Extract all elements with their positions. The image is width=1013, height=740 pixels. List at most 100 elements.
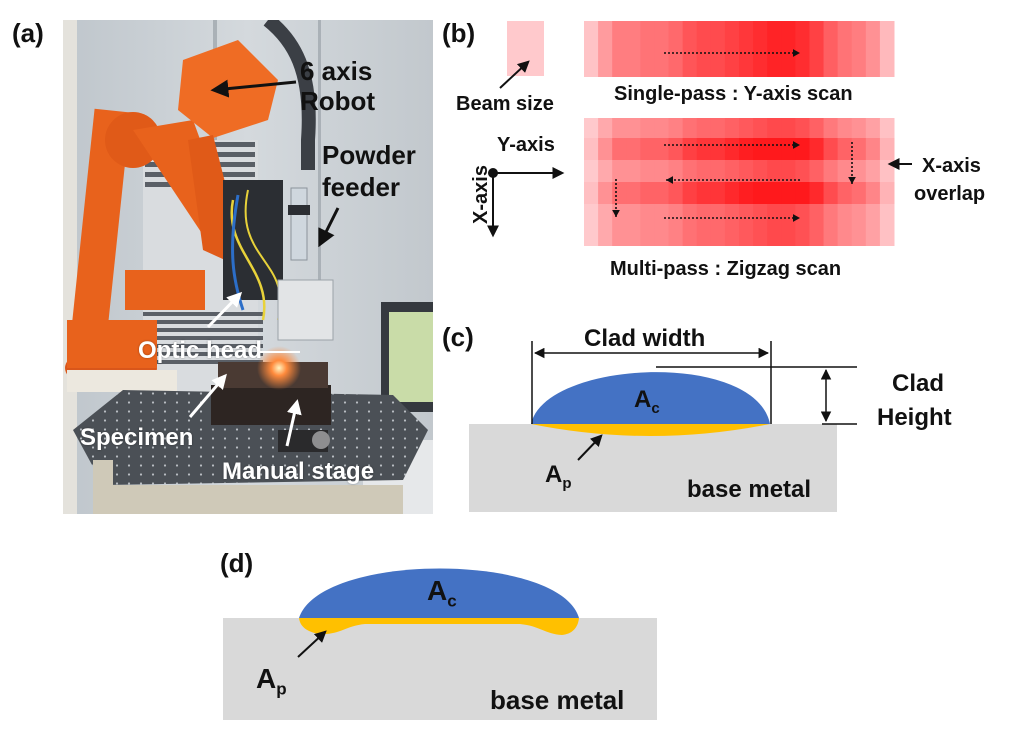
label-specimen: Specimen: [80, 424, 194, 451]
label-feeder: feeder: [322, 172, 401, 202]
base-metal-c: [469, 424, 837, 512]
scan-cell: [851, 204, 867, 246]
scan-cell: [767, 160, 782, 182]
scan-cell: [584, 138, 599, 160]
scan-cell: [640, 204, 655, 246]
y-axis-label: Y-axis: [497, 134, 555, 156]
scan-cell: [851, 182, 867, 204]
scan-cell: [626, 160, 641, 182]
scan-column: [668, 21, 684, 77]
pass-3-arrow: [664, 214, 800, 222]
clad-area-d: [299, 568, 579, 618]
scan-cell: [696, 182, 712, 204]
scan-cell: [837, 182, 853, 204]
scan-cell: [809, 118, 825, 138]
scan-cell: [865, 182, 881, 204]
scan-cell: [795, 182, 810, 204]
scan-column: [710, 21, 726, 77]
penetration-area-c: [531, 424, 770, 436]
ac-label-d: Ac: [427, 575, 457, 612]
scan-cell: [696, 118, 712, 138]
scan-cell: [781, 160, 796, 182]
scan-cell: [682, 182, 698, 204]
scan-cell: [767, 182, 782, 204]
scan-cell: [640, 118, 655, 138]
scan-cell: [753, 160, 768, 182]
robot-setup-photo: [63, 20, 433, 514]
scan-column: [851, 21, 867, 77]
scan-cell: [584, 182, 599, 204]
scan-cell: [612, 138, 627, 160]
scan-column: [823, 21, 839, 77]
scan-column: [654, 21, 670, 77]
ap-main-c: A: [545, 461, 563, 488]
scan-cell: [879, 204, 895, 246]
scan-cell: [809, 182, 825, 204]
scan-column: [612, 21, 627, 77]
ap-arrow-d: [297, 630, 327, 658]
scan-cell: [598, 160, 613, 182]
scan-cell: [767, 118, 782, 138]
scan-column: [696, 21, 712, 77]
scan-cell: [739, 182, 754, 204]
scan-cell: [710, 160, 726, 182]
scan-cell: [851, 160, 867, 182]
scan-cell: [668, 160, 684, 182]
scan-cell: [654, 204, 670, 246]
scan-cell: [710, 204, 726, 246]
scan-cell: [823, 118, 839, 138]
scan-cell: [598, 138, 613, 160]
scan-cell: [696, 204, 712, 246]
overlap-label-line2: overlap: [914, 183, 986, 205]
scan-cell: [626, 182, 641, 204]
ap-label-d: Ap: [256, 663, 287, 700]
scan-cell: [640, 138, 655, 160]
scan-cell: [724, 182, 740, 204]
panel-a-label: (a): [12, 18, 44, 48]
scan-cell: [739, 160, 754, 182]
scan-cell: [851, 118, 867, 138]
scan-cell: [865, 160, 881, 182]
clad-area-c: [531, 372, 770, 424]
scan-cell: [781, 204, 796, 246]
scan-column: [753, 21, 768, 77]
scan-cell: [654, 182, 670, 204]
scan-column: [640, 21, 655, 77]
scan-cell: [626, 118, 641, 138]
scan-cell: [823, 182, 839, 204]
single-pass-direction-arrow: [664, 49, 800, 57]
scan-cell: [598, 118, 613, 138]
scan-cell: [823, 160, 839, 182]
overlap-label-line1: X-axis: [922, 155, 981, 177]
ac-sub-d: c: [447, 591, 457, 611]
ap-arrow-c: [577, 434, 603, 461]
scan-column: [739, 21, 754, 77]
scan-cell: [654, 118, 670, 138]
single-pass-caption: Single-pass : Y-axis scan: [614, 83, 853, 105]
scan-cell: [809, 160, 825, 182]
scan-cell: [865, 138, 881, 160]
scan-cell: [781, 182, 796, 204]
base-metal-label-d: base metal: [490, 685, 625, 715]
scan-cell: [668, 182, 684, 204]
scan-column: [865, 21, 881, 77]
scan-cell: [753, 204, 768, 246]
scan-cell: [640, 182, 655, 204]
scan-cell: [682, 138, 698, 160]
single-pass-scan: [584, 21, 895, 77]
scan-column: [598, 21, 613, 77]
scan-column: [781, 21, 796, 77]
scan-cell: [710, 118, 726, 138]
scan-cell: [823, 204, 839, 246]
scan-cell: [837, 160, 853, 182]
label-powder: Powder: [322, 140, 416, 170]
scan-cell: [696, 160, 712, 182]
scan-column: [837, 21, 853, 77]
scan-cell: [710, 182, 726, 204]
scan-cell: [795, 160, 810, 182]
ac-main-d: A: [427, 575, 448, 606]
scan-cell: [654, 138, 670, 160]
ap-main-d: A: [256, 663, 277, 694]
scan-cell: [668, 118, 684, 138]
